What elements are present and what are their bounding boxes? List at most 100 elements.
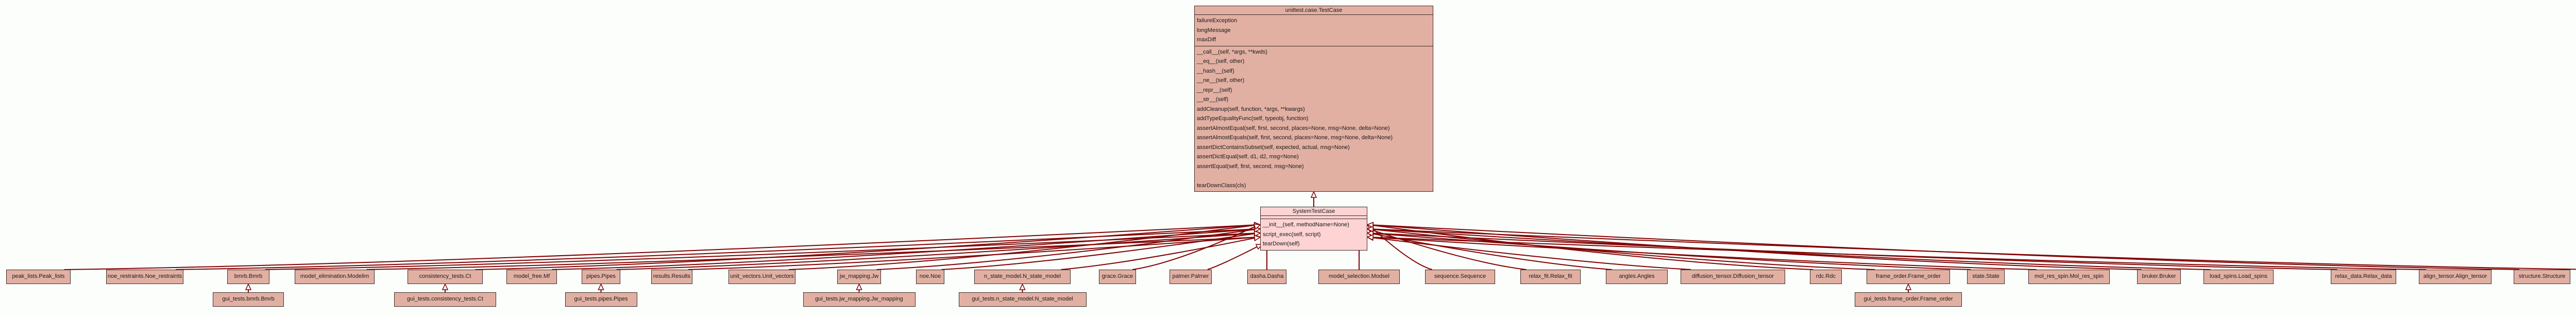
inheritance-edge xyxy=(688,237,1255,270)
class-box[interactable]: model_selection.Modsel xyxy=(1318,270,1400,284)
class-title: unittest.case.TestCase xyxy=(1195,6,1433,15)
class-method: __call__(self, *args, **kwds) xyxy=(1197,48,1267,55)
class-box[interactable]: palmer.Palmer xyxy=(1170,270,1212,284)
class-method: assertEqual(self, first, second, msg=Non… xyxy=(1197,163,1304,170)
class-box[interactable]: sequence.Sequence xyxy=(1425,270,1495,284)
inheritance-arrow-icon xyxy=(598,283,604,290)
inheritance-edge xyxy=(1372,237,1691,270)
class-box[interactable]: jw_mapping.Jw xyxy=(837,270,881,284)
inheritance-edge xyxy=(1372,232,2337,270)
inheritance-arrow-icon xyxy=(1366,222,1374,228)
class-box[interactable]: structure.Structure xyxy=(2514,270,2570,284)
inheritance-edge xyxy=(1372,228,1875,270)
inheritance-edge xyxy=(1132,226,1256,270)
class-box[interactable]: unit_vectors.Unit_vectors xyxy=(728,270,795,284)
class-box[interactable]: align_tensor.Align_tensor xyxy=(2419,270,2492,284)
class-method: assertAlmostEqual(self, first, second, p… xyxy=(1197,125,1390,131)
inheritance-edge xyxy=(475,224,1255,270)
inheritance-edge xyxy=(1061,237,1255,270)
class-box[interactable]: consistency_tests.Ct xyxy=(408,270,483,284)
class-method xyxy=(1197,171,1431,181)
class-method: __ne__(self, other) xyxy=(1197,77,1245,84)
class-method: assertAlmostEquals(self, first, second, … xyxy=(1197,135,1393,141)
class-attribute: longMessage xyxy=(1197,27,1231,34)
inheritance-edge xyxy=(1372,224,2142,270)
inheritance-arrow-icon xyxy=(245,283,252,290)
class-box[interactable]: mol_res_spin.Mol_res_spin xyxy=(2028,270,2110,284)
class-attribute: failureException xyxy=(1197,18,1238,24)
class-box[interactable]: noe.Noe xyxy=(916,270,944,284)
inheritance-edge xyxy=(1372,225,1814,270)
subclass-box[interactable]: gui_tests.n_state_model.N_state_model xyxy=(958,292,1087,307)
class-unittest-testcase[interactable]: unittest.case.TestCase failureException l… xyxy=(1194,6,1433,192)
inheritance-edge xyxy=(64,224,1255,270)
subclass-box[interactable]: gui_tests.bmrb.Bmrb xyxy=(213,292,284,307)
inheritance-edge xyxy=(876,229,1255,270)
class-title: SystemTestCase xyxy=(1261,207,1367,216)
inheritance-arrow-icon xyxy=(1253,235,1261,241)
class-box[interactable]: bmrb.Bmrb xyxy=(227,270,269,284)
inheritance-arrow-icon xyxy=(1366,230,1374,237)
subclass-box[interactable]: gui_tests.jw_mapping.Jw_mapping xyxy=(803,292,916,307)
inheritance-arrow-icon xyxy=(1366,234,1374,241)
class-method: __eq__(self, other) xyxy=(1197,58,1245,64)
inheritance-arrow-icon xyxy=(442,283,449,290)
inheritance-edge xyxy=(1372,228,2211,270)
class-method: __hash__(self) xyxy=(1197,68,1234,74)
class-method: addCleanup(self, function, *args, **kwar… xyxy=(1197,106,1305,112)
class-box[interactable]: pipes.Pipes xyxy=(582,270,620,284)
inheritance-edge xyxy=(941,233,1255,270)
class-box[interactable]: noe_restraints.Noe_restraints xyxy=(106,270,183,284)
class-method: addTypeEqualityFunc(self, typeobj, funct… xyxy=(1197,115,1309,122)
class-box[interactable]: relax_fit.Relax_fit xyxy=(1520,270,1581,284)
inheritance-edge xyxy=(616,232,1255,270)
class-box[interactable]: state.State xyxy=(1967,270,2005,284)
subclass-box[interactable]: gui_tests.pipes.Pipes xyxy=(565,292,637,307)
class-box[interactable]: peak_lists.Peak_lists xyxy=(6,270,71,284)
class-box[interactable]: n_state_model.N_state_model xyxy=(974,270,1071,284)
inheritance-edge xyxy=(1207,246,1258,270)
class-method: assertDictContainsSubset(self, expected,… xyxy=(1197,144,1350,151)
inheritance-edge xyxy=(265,232,1255,270)
inheritance-edge xyxy=(1372,228,2576,270)
class-box[interactable]: results.Results xyxy=(651,270,692,284)
class-box[interactable]: grace.Grace xyxy=(1099,270,1136,284)
class-attributes: failureException longMessage maxDiff xyxy=(1195,15,1433,46)
subclass-box[interactable]: gui_tests.consistency_tests.Ct xyxy=(394,292,496,307)
class-box[interactable]: frame_order.Frame_order xyxy=(1867,270,1950,284)
class-methods: __call__(self, *args, **kwds) __eq__(self… xyxy=(1195,46,1433,192)
subclass-box[interactable]: gui_tests.frame_order.Frame_order xyxy=(1855,292,1962,307)
class-attribute: maxDiff xyxy=(1197,37,1216,43)
inheritance-edge xyxy=(788,225,1255,270)
class-box[interactable]: model_elimination.Modelim xyxy=(295,270,375,284)
class-methods: __init__(self, methodName=None)script_ex… xyxy=(1261,219,1367,250)
class-method: assertDictEqual(self, d1, d2, msg=None) xyxy=(1197,154,1299,160)
inheritance-arrow-icon xyxy=(856,283,862,290)
class-box[interactable]: bruker.Bruker xyxy=(2137,270,2181,284)
inheritance-arrow-icon xyxy=(1310,191,1317,198)
class-box[interactable]: rdc.Rdc xyxy=(1810,270,1842,284)
class-method: __init__(self, methodName=None) xyxy=(1263,222,1349,228)
inheritance-arrow-icon xyxy=(1905,283,1912,290)
inheritance-arrow-icon xyxy=(1253,230,1261,237)
class-attributes xyxy=(1261,216,1367,219)
class-box[interactable]: diffusion_tensor.Diffusion_tensor xyxy=(1681,270,1785,284)
class-systemtestcase[interactable]: SystemTestCase __init__(self, methodName… xyxy=(1260,207,1367,251)
inheritance-edge xyxy=(1372,229,1527,270)
class-box[interactable]: model_free.Mf xyxy=(506,270,557,284)
inheritance-arrow-icon xyxy=(1253,224,1261,230)
class-box[interactable]: dasha.Dasha xyxy=(1247,270,1286,284)
class-method: tearDownClass(cls) xyxy=(1197,182,1246,189)
inheritance-edge xyxy=(1372,233,1613,270)
inheritance-arrow-icon xyxy=(1366,226,1374,232)
inheritance-arrow-icon xyxy=(1019,283,1026,290)
class-box[interactable]: angles.Angles xyxy=(1606,270,1668,284)
class-method: __repr__(self) xyxy=(1197,87,1232,93)
inheritance-edge xyxy=(175,228,1255,270)
class-box[interactable]: relax_data.Relax_data xyxy=(2331,270,2396,284)
class-method: tearDown(self) xyxy=(1263,241,1300,247)
class-method: __str__(self) xyxy=(1197,96,1229,103)
inheritance-edge xyxy=(1372,237,2037,270)
class-box[interactable]: load_spins.Load_spins xyxy=(2204,270,2274,284)
